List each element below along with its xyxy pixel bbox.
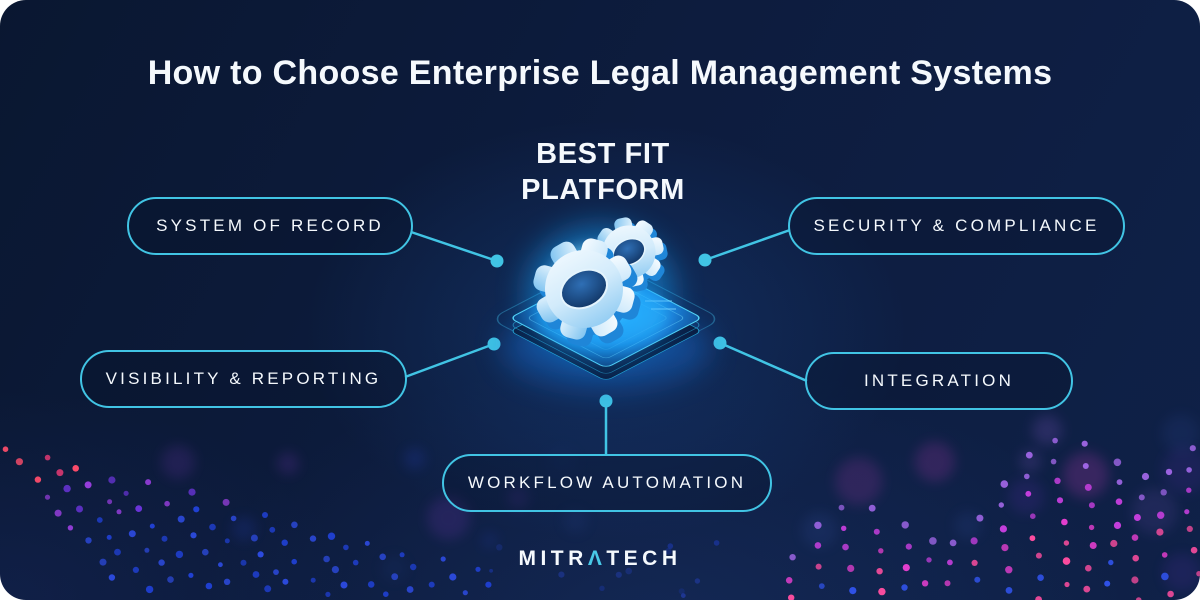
node-label: SYSTEM OF RECORD [156,216,384,235]
node-pill-workflow-automation: WORKFLOW AUTOMATION [442,454,772,512]
connector-dot [713,336,727,350]
node-pill-visibility-reporting: VISIBILITY & REPORTING [80,350,407,408]
node-label: SECURITY & COMPLIANCE [813,216,1100,235]
node-pill-integration: INTEGRATION [805,352,1073,410]
center-heading: BEST FIT PLATFORM [3,136,1200,208]
connector-dot [490,254,504,268]
right-dot-wave [785,414,1200,600]
connector-lines [404,228,808,455]
node-pill-system-of-record: SYSTEM OF RECORD [127,197,413,255]
connector-dot [487,337,501,351]
connector-dot [698,253,712,267]
center-heading-line1: BEST FIT [536,138,670,170]
node-label: VISIBILITY & REPORTING [105,369,382,388]
node-label: INTEGRATION [863,371,1015,390]
logo-suffix: TECH [606,547,682,570]
connector-dot [599,394,613,408]
page-title: How to Choose Enterprise Legal Managemen… [147,54,1053,92]
center-heading-line2: PLATFORM [521,174,685,206]
mitratech-logo: MITRΛTECH [0,547,1200,571]
node-pill-security-compliance: SECURITY & COMPLIANCE [788,197,1125,255]
node-label: WORKFLOW AUTOMATION [467,473,747,492]
logo-prefix: MITR [518,547,588,570]
left-dot-wave [2,444,720,598]
logo-accent-lambda: Λ [587,547,607,570]
gears-icon [521,204,681,359]
